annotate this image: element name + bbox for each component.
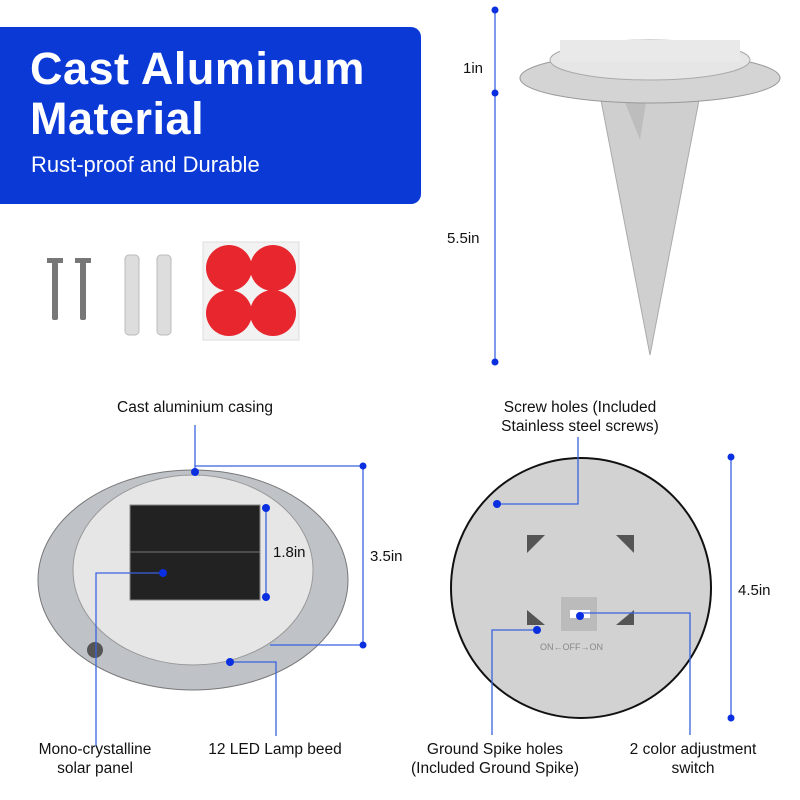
callout-led: 12 LED Lamp beed <box>208 741 342 758</box>
dim-casing-diameter: 3.5in <box>370 548 403 565</box>
callout-spike-line2: (Included Ground Spike) <box>410 760 579 777</box>
dim-base-diameter: 4.5in <box>738 582 771 599</box>
title-banner <box>0 27 421 204</box>
title-line-1: Cast Aluminum <box>30 43 365 94</box>
dim-spike-length: 5.5in <box>447 230 480 247</box>
callout-switch-line2: switch <box>671 760 715 777</box>
callout-screw-holes-line2: Stainless steel screws) <box>501 418 659 435</box>
callout-casing: Cast aluminium casing <box>117 399 273 416</box>
dim-cap-height: 1in <box>463 60 484 77</box>
base-plate-image <box>450 457 712 719</box>
callout-solar-line1: Mono-crystalline <box>38 741 152 758</box>
dimension-lines <box>95 10 732 746</box>
banner-subtitle: Rust-proof and Durable <box>31 152 260 177</box>
callout-switch-line1: 2 color adjustment <box>629 741 757 758</box>
callout-solar-panel: Mono-crystalline solar panel <box>15 740 175 778</box>
callout-screw-holes-line1: Screw holes (Included <box>503 399 657 416</box>
title-line-2: Material <box>30 93 205 144</box>
spike-light-image <box>519 39 781 356</box>
callout-switch: 2 color adjustment switch <box>608 740 778 778</box>
screws-image <box>47 258 91 320</box>
deck-light-image <box>37 469 349 691</box>
switch-marking: ON←OFF→ON <box>540 642 603 652</box>
callout-spike-line1: Ground Spike holes <box>426 741 564 758</box>
dim-panel-size: 1.8in <box>273 544 306 561</box>
callout-spike-holes: Ground Spike holes (Included Ground Spike… <box>390 740 600 778</box>
wall-anchors-image <box>124 254 172 336</box>
dimension-dots <box>159 6 735 722</box>
adhesive-stickers-image <box>202 241 300 341</box>
callout-solar-line2: solar panel <box>57 760 133 777</box>
